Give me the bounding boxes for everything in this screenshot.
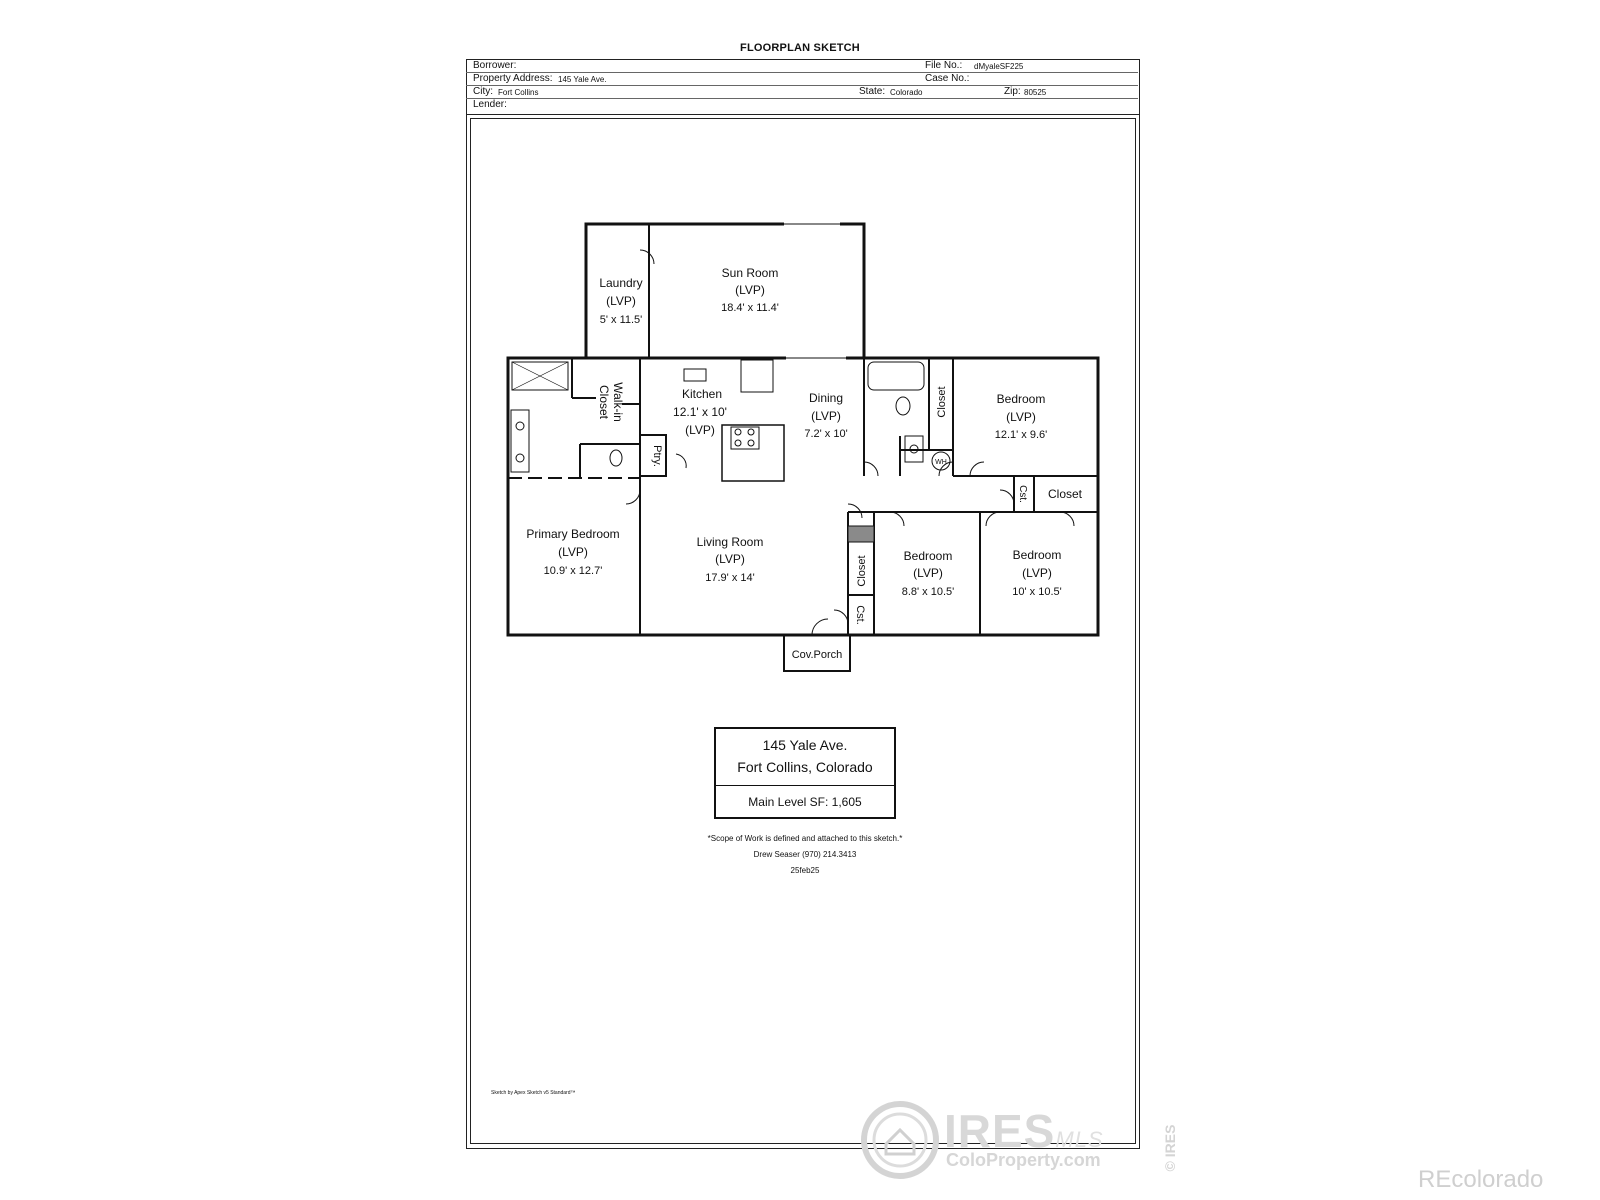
zip-value: 80525: [1024, 88, 1047, 97]
case-no-label: Case No.:: [925, 73, 970, 84]
porch-outline: [783, 634, 851, 672]
coloproperty-watermark: ColoProperty.com: [946, 1150, 1101, 1170]
primary-bedroom-name: Primary Bedroom: [526, 527, 619, 541]
summary-address-line2: Fort Collins, Colorado: [737, 759, 873, 775]
file-no-label: File No.:: [925, 60, 963, 71]
zip-label: Zip:: [1004, 86, 1021, 97]
living-room-name: Living Room: [697, 535, 764, 549]
bedroom-se-floor: (LVP): [1022, 566, 1052, 580]
header-row-lender: Lender:: [466, 98, 1138, 111]
summary-box: 145 Yale Ave. Fort Collins, Colorado Mai…: [714, 727, 896, 819]
state-value: Colorado: [890, 88, 923, 97]
summary-address-line1: 145 Yale Ave.: [762, 737, 848, 753]
laundry-size: 5' x 11.5': [600, 314, 643, 326]
file-no-value: dMyaleSF225: [974, 62, 1024, 71]
kitchen-floor: (LVP): [685, 423, 715, 437]
bedroom-center-name: Bedroom: [904, 549, 953, 563]
sun-room-floor: (LVP): [735, 283, 765, 297]
walk-in-closet-line2: Closet: [597, 385, 611, 420]
pantry-label: Ptry.: [651, 445, 663, 467]
header-row-address: Property Address: 145 Yale Ave. Case No.…: [466, 72, 1138, 86]
closet-center-small-label: Cst.: [854, 605, 866, 625]
closet-center-label: Closet: [856, 555, 868, 586]
kitchen-name: Kitchen: [682, 387, 722, 401]
laundry-floor: (LVP): [606, 294, 636, 308]
scope-note: *Scope of Work is defined and attached t…: [707, 834, 903, 843]
bedroom-se-size: 10' x 10.5': [1012, 586, 1061, 598]
closet-small-label: Cst.: [1017, 485, 1028, 503]
summary-divider: [716, 785, 894, 786]
closet-e-label: Closet: [1048, 487, 1083, 501]
primary-bedroom-floor: (LVP): [558, 545, 588, 559]
walk-in-closet-line1: Walk-in: [611, 382, 625, 422]
bedroom-ne-size: 12.1' x 9.6': [995, 429, 1048, 441]
state-label: State:: [859, 86, 886, 97]
property-address-value: 145 Yale Ave.: [558, 75, 607, 84]
dining-floor: (LVP): [811, 409, 841, 423]
sketch-credit: Sketch by Apex Sketch v5 Standard™: [491, 1090, 576, 1096]
bedroom-ne-name: Bedroom: [997, 392, 1046, 406]
primary-bedroom-size: 10.9' x 12.7': [544, 565, 603, 577]
header-row-borrower: Borrower: File No.: dMyaleSF225: [466, 59, 1138, 73]
bedroom-center-size: 8.8' x 10.5': [902, 586, 955, 598]
borrower-label: Borrower:: [473, 60, 517, 71]
date-note: 25feb25: [790, 866, 820, 875]
ires-logo-icon: [861, 1101, 939, 1179]
living-room-size: 17.9' x 14': [705, 572, 754, 584]
dining-name: Dining: [809, 391, 843, 405]
laundry-name: Laundry: [599, 276, 642, 290]
water-heater-label: WH: [935, 459, 947, 466]
property-address-label: Property Address:: [473, 73, 553, 84]
city-value: Fort Collins: [498, 88, 539, 97]
bedroom-ne-floor: (LVP): [1006, 410, 1036, 424]
city-label: City:: [473, 86, 493, 97]
lender-label: Lender:: [473, 99, 507, 110]
recolorado-watermark: REcolorado: [1418, 1166, 1544, 1193]
covered-porch-label: Cov.Porch: [792, 649, 843, 661]
main-level-sf: Main Level SF: 1,605: [748, 795, 862, 809]
drawing-frame: [470, 118, 1136, 1144]
kitchen-size: 12.1' x 10': [673, 405, 727, 419]
sun-room-size: 18.4' x 11.4': [721, 302, 779, 314]
bedroom-center-floor: (LVP): [913, 566, 943, 580]
author-note: Drew Seaser (970) 214.3413: [753, 850, 857, 859]
ires-vertical-watermark: © IRES: [1162, 1124, 1178, 1172]
bath-closet-label: Closet: [936, 386, 948, 417]
living-room-floor: (LVP): [715, 552, 745, 566]
header-row-city: City: Fort Collins State: Colorado Zip: …: [466, 85, 1138, 99]
sketch-title: FLOORPLAN SKETCH: [740, 42, 860, 54]
sketch-sheet: [466, 59, 1140, 1149]
sun-room-name: Sun Room: [722, 266, 779, 280]
dining-size: 7.2' x 10': [804, 428, 847, 440]
sheet-header: Borrower: File No.: dMyaleSF225 Property…: [466, 59, 1140, 115]
sun-room-wall: [584, 222, 866, 358]
bedroom-se-name: Bedroom: [1013, 548, 1062, 562]
ires-watermark: IRESMLS: [944, 1105, 1104, 1157]
